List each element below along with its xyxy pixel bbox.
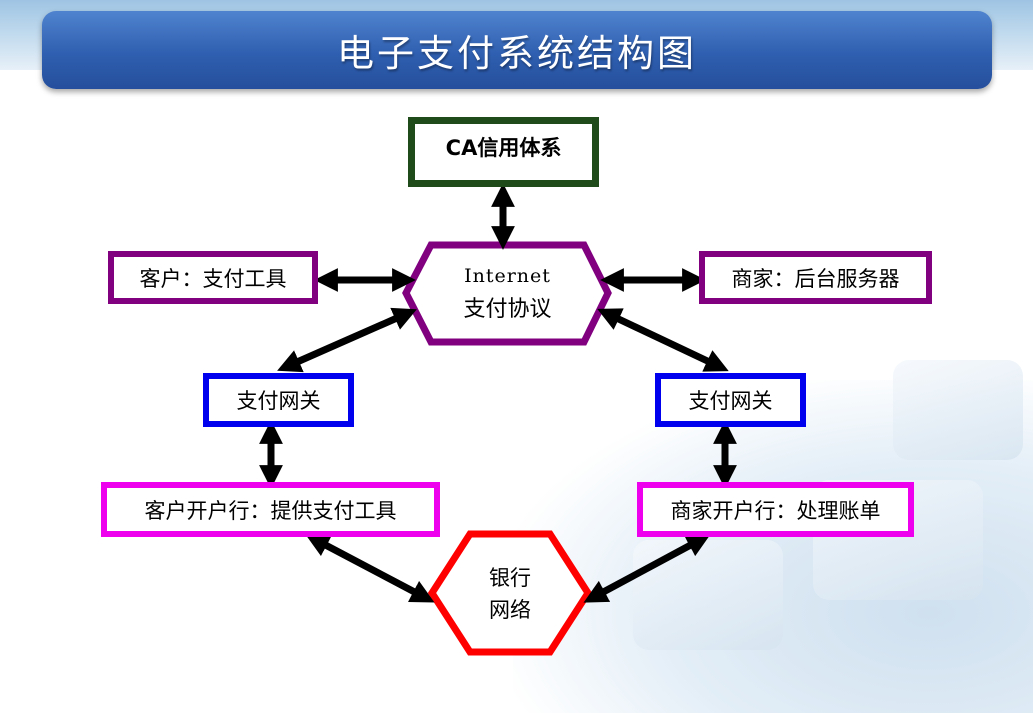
gateway-right-label: 支付网关 [688,389,773,413]
internet-label-line2: 支付协议 [463,297,552,322]
internet-node: Internet 支付协议 [431,250,584,338]
customer-label: 客户：支付工具 [139,266,287,291]
page-title: 电子支付系统结构图 [337,32,697,75]
arrow-internet-gateway-right [597,308,729,372]
merchant-bank-label: 商家开户行：处理账单 [670,498,881,523]
bank-network-node: 银行 网络 [470,545,550,641]
internet-label-line1: Internet [464,265,551,287]
customer-bank-label: 客户开户行：提供支付工具 [144,498,397,523]
background-keyboard [513,360,1033,713]
arrow-network-merchant-bank [583,534,711,603]
internet-hexagon [402,241,612,346]
ca-credit-box: CA信用体系 [408,117,599,187]
merchant-label: 商家：后台服务器 [731,266,900,291]
gateway-left-label: 支付网关 [236,389,321,413]
bank-network-label-line2: 网络 [489,598,531,622]
bank-network-label-line1: 银行 [489,566,531,590]
title-banner: 电子支付系统结构图 [42,11,992,89]
customer-bank-box: 客户开户行：提供支付工具 [101,482,440,537]
background-key [893,360,1023,460]
ca-credit-label: CA信用体系 [445,136,562,160]
gateway-left-box: 支付网关 [203,373,354,427]
arrow-customer-bank-network [305,534,435,603]
arrow-gateway-left-internet [277,307,417,373]
customer-box: 客户：支付工具 [108,251,318,304]
merchant-bank-box: 商家开户行：处理账单 [637,482,914,537]
gateway-right-box: 支付网关 [655,373,806,427]
merchant-box: 商家：后台服务器 [699,251,932,304]
